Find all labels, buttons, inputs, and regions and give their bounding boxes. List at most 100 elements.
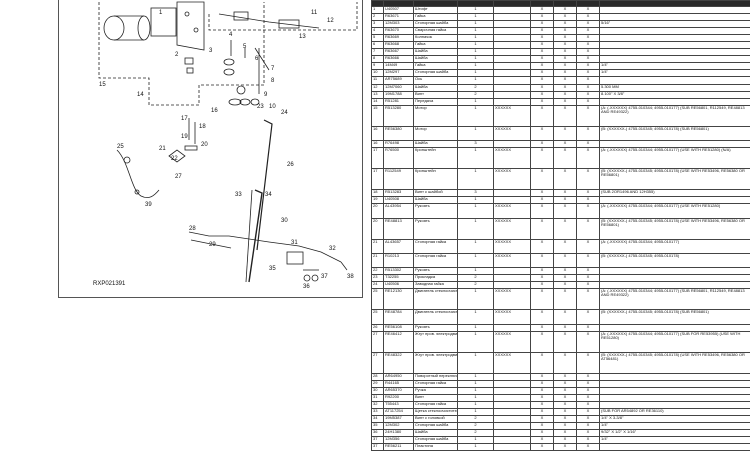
applicability-b-cell: X — [554, 148, 577, 169]
quantity-cell: 1 — [458, 14, 494, 21]
callout: 12 — [327, 18, 334, 24]
row-number-cell: 17 — [372, 148, 384, 169]
applicability-b-cell: X — [554, 239, 577, 253]
applicability-a-cell: X — [531, 437, 554, 444]
remarks-cell — [600, 197, 750, 204]
callout: 28 — [189, 226, 196, 232]
serial-range-cell: XXXXXX — [494, 169, 531, 190]
applicability-b-cell: X — [554, 190, 577, 197]
applicability-c-cell: X — [577, 14, 600, 21]
callout: 19 — [181, 134, 188, 140]
applicability-c-cell: X — [577, 21, 600, 28]
serial-range-cell — [494, 430, 531, 437]
part-number-cell: 12M7060 — [384, 84, 414, 91]
quantity-cell: 1 — [458, 42, 494, 49]
applicability-b-cell: X — [554, 21, 577, 28]
applicability-c-cell: X — [577, 409, 600, 416]
part-number-cell: RE46412 — [384, 331, 414, 352]
applicability-c-cell: X — [577, 204, 600, 218]
applicability-a-cell: X — [531, 169, 554, 190]
callout: 3 — [209, 48, 213, 54]
serial-range-cell — [494, 282, 531, 289]
applicability-a-cell: X — [531, 352, 554, 373]
quantity-cell: 1 — [458, 197, 494, 204]
serial-range-cell — [494, 388, 531, 395]
serial-range-cell — [494, 28, 531, 35]
applicability-a-cell: X — [531, 423, 554, 430]
applicability-b-cell: X — [554, 331, 577, 352]
quantity-cell: 1 — [458, 352, 494, 373]
serial-range-cell — [494, 91, 531, 98]
serial-range-cell: XXXXXX — [494, 289, 531, 310]
serial-range-cell — [494, 416, 531, 423]
row-number-cell: 10 — [372, 70, 384, 77]
remarks-cell: (A: (-XXXXXX) 4755-010344; 4955-010177) … — [600, 289, 750, 310]
applicability-c-cell: X — [577, 310, 600, 324]
applicability-a-cell: X — [531, 275, 554, 282]
remarks-cell — [600, 35, 750, 42]
part-number-cell: AR64950 — [384, 373, 414, 380]
part-description-cell: Стопорная шайба — [414, 70, 458, 77]
row-number-cell: 20 — [372, 218, 384, 239]
applicability-a-cell: X — [531, 140, 554, 147]
applicability-c-cell: X — [577, 126, 600, 140]
serial-range-cell — [494, 35, 531, 42]
serial-range-cell: XXXXXX — [494, 239, 531, 253]
applicability-a-cell: X — [531, 289, 554, 310]
callout: 1 — [159, 10, 163, 16]
applicability-b-cell: X — [554, 402, 577, 409]
row-number-cell: 25 — [372, 310, 384, 324]
remarks-cell: (A: (-XXXXXX) 4755-010344; 4955-010177) … — [600, 204, 750, 218]
serial-range-cell — [494, 7, 531, 14]
serial-range-cell — [494, 409, 531, 416]
serial-range-cell — [494, 190, 531, 197]
quantity-cell: 1 — [458, 204, 494, 218]
part-number-cell: U40506 — [384, 282, 414, 289]
applicability-b-cell: X — [554, 423, 577, 430]
part-description-cell: Мотор — [414, 126, 458, 140]
part-description-cell: Шайба — [414, 84, 458, 91]
part-number-cell: R44165 — [384, 380, 414, 387]
remarks-cell — [600, 28, 750, 35]
row-number-cell: 21 — [372, 239, 384, 253]
applicability-c-cell: X — [577, 91, 600, 98]
row-number-cell: 6 — [372, 42, 384, 49]
remarks-cell: (SUB FOR AR54892 OR RE36110) — [600, 409, 750, 416]
quantity-cell: 1 — [458, 395, 494, 402]
applicability-c-cell: X — [577, 28, 600, 35]
applicability-a-cell: X — [531, 84, 554, 91]
part-number-cell: U40508 — [384, 197, 414, 204]
row-number-cell: 25 — [372, 289, 384, 310]
row-number-cell: 30 — [372, 388, 384, 395]
row-number-cell: 19 — [372, 197, 384, 204]
part-description-cell: Колпачок — [414, 35, 458, 42]
remarks-cell — [600, 98, 750, 105]
applicability-c-cell: X — [577, 402, 600, 409]
part-description-cell: Передача — [414, 98, 458, 105]
remarks-cell: 1/4" — [600, 437, 750, 444]
row-number-cell: 27 — [372, 352, 384, 373]
row-number-cell: 3 — [372, 21, 384, 28]
part-description-cell: Ось — [414, 77, 458, 84]
applicability-b-cell: X — [554, 324, 577, 331]
remarks-cell — [600, 268, 750, 275]
part-number-cell: RE48784 — [384, 310, 414, 324]
serial-range-cell — [494, 98, 531, 105]
applicability-b-cell: X — [554, 310, 577, 324]
applicability-a-cell: X — [531, 148, 554, 169]
part-number-cell: 24H1380 — [384, 430, 414, 437]
remarks-cell: 1/4" — [600, 423, 750, 430]
part-description-cell: Стопорная шайба — [414, 437, 458, 444]
part-number-cell: 12M302 — [384, 423, 414, 430]
